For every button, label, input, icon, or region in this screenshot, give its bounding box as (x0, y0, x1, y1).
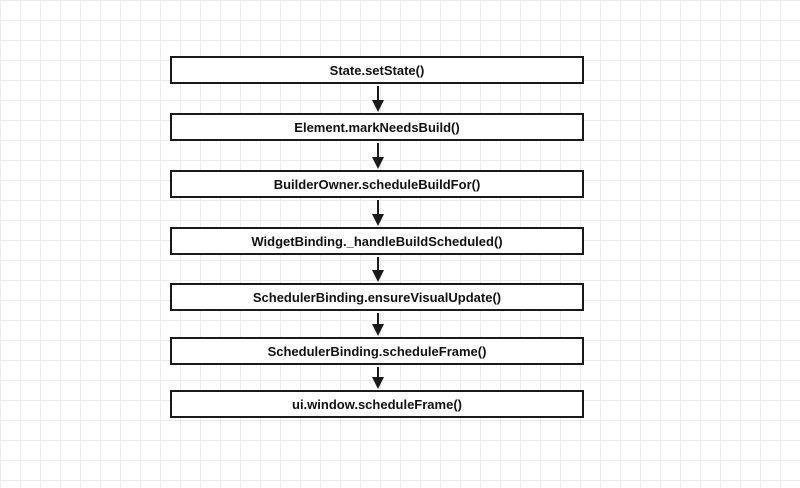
arrow-1-2 (372, 143, 384, 169)
node-schedulerbinding-ensurevisualupdate: SchedulerBinding.ensureVisualUpdate() (170, 283, 584, 311)
node-label: Element.markNeedsBuild() (294, 119, 460, 135)
node-element-markneedsbuild: Element.markNeedsBuild() (170, 113, 584, 141)
node-label: SchedulerBinding.ensureVisualUpdate() (252, 289, 502, 305)
arrow-4-5 (372, 313, 384, 336)
arrow-3-4 (372, 257, 384, 282)
node-label: WidgetBinding._handleBuildScheduled() (251, 233, 503, 249)
node-label: SchedulerBinding.scheduleFrame() (267, 343, 487, 359)
node-label: State.setState() (329, 62, 425, 78)
node-schedulerbinding-scheduleframe: SchedulerBinding.scheduleFrame() (170, 337, 584, 365)
node-state-setstate: State.setState() (170, 56, 584, 84)
node-label: ui.window.scheduleFrame() (292, 396, 462, 412)
node-label: BuilderOwner.scheduleBuildFor() (273, 176, 481, 192)
node-builderowner-schedulebuildfor: BuilderOwner.scheduleBuildFor() (170, 170, 584, 198)
arrow-0-1 (372, 86, 384, 112)
node-ui-window-scheduleframe: ui.window.scheduleFrame() (170, 390, 584, 418)
arrow-5-6 (372, 367, 384, 389)
arrow-2-3 (372, 200, 384, 226)
node-widgetbinding-handlebuildscheduled: WidgetBinding._handleBuildScheduled() (170, 227, 584, 255)
